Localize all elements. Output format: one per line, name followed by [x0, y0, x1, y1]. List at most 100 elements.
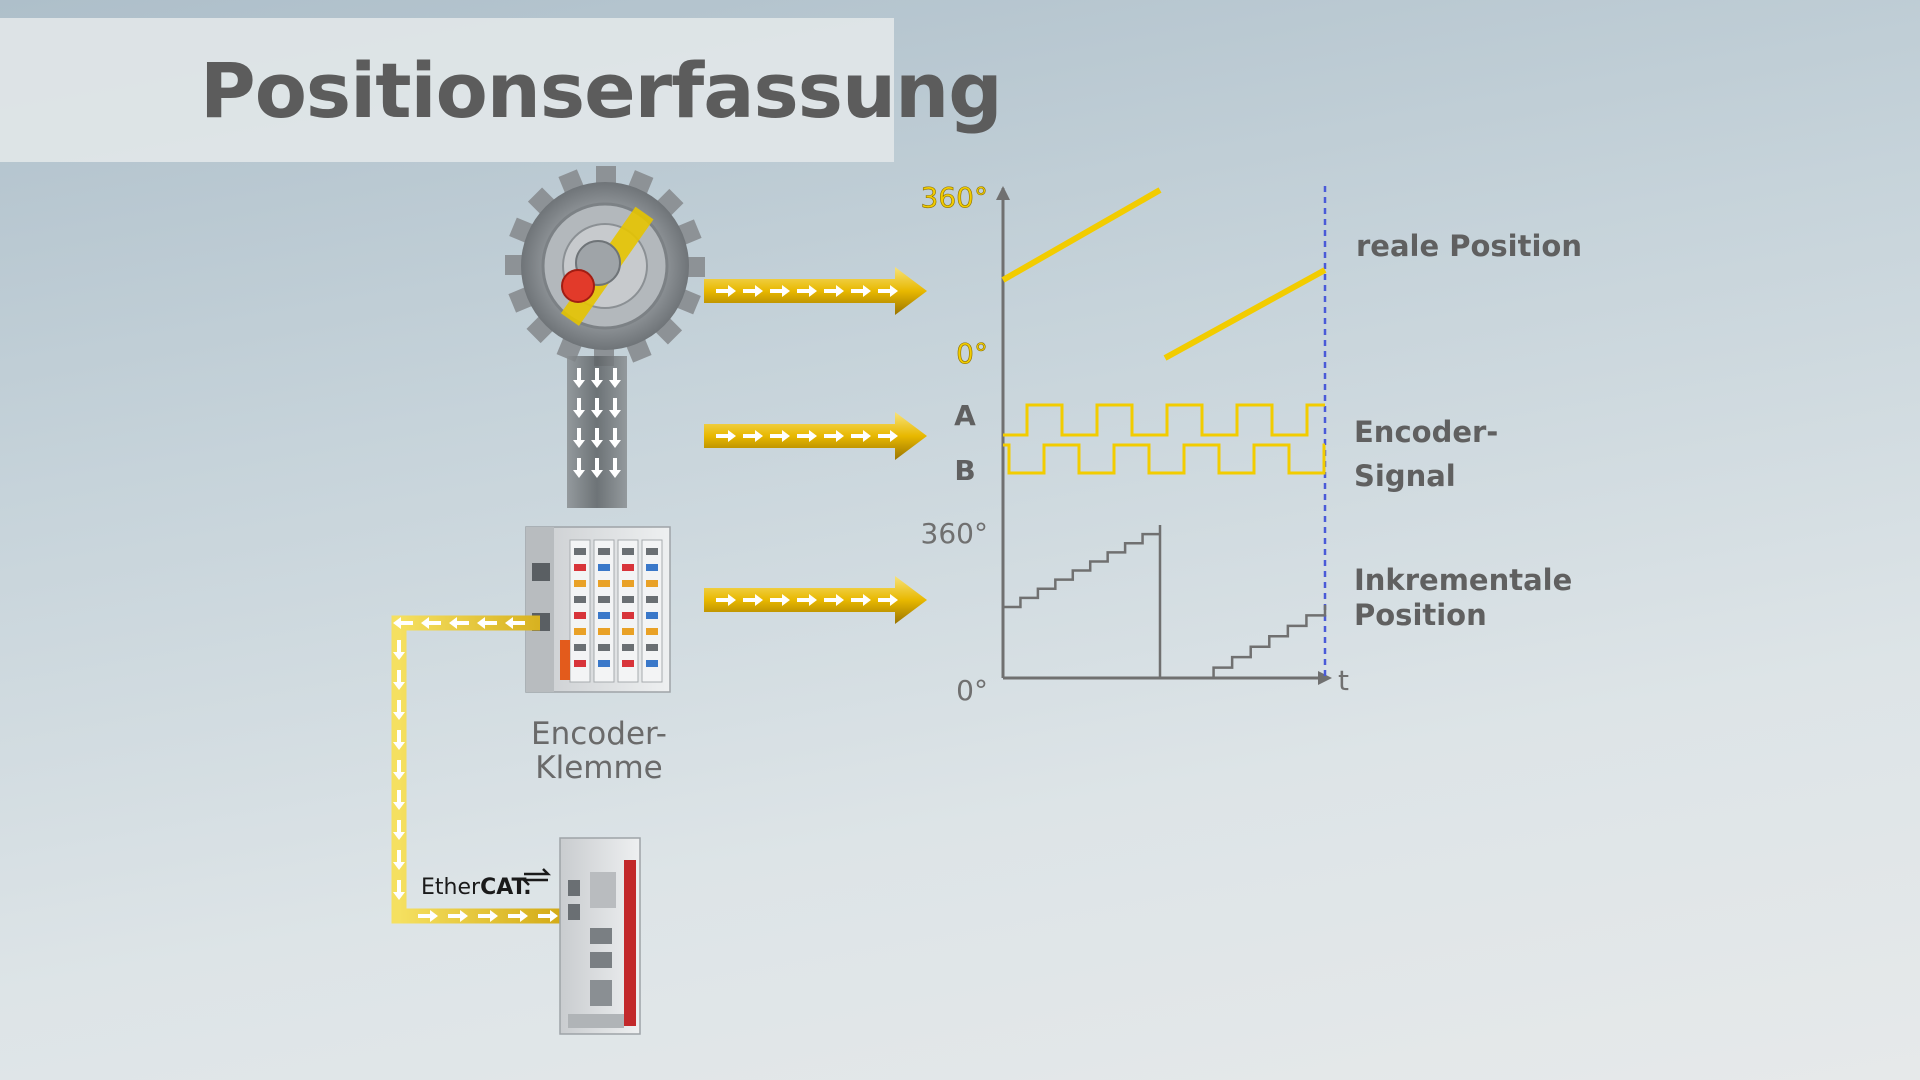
signal-arrow-mark: [851, 594, 871, 606]
terminal-contact: [646, 660, 658, 667]
terminal-contact: [646, 564, 658, 571]
vertical-arrow-mark: [573, 368, 585, 388]
encoder-terminal-label-line1: Encoder-: [531, 716, 667, 752]
terminal-contact: [574, 612, 586, 619]
terminal-contact: [622, 580, 634, 587]
terminal-contact: [574, 628, 586, 635]
cable-arrow-mark: [505, 617, 525, 629]
signal-arrow-mark: [797, 430, 817, 442]
terminal-contact: [574, 548, 586, 555]
vertical-arrow-mark: [573, 428, 585, 448]
terminal-contact: [598, 564, 610, 571]
svg-text:EtherCAT.: EtherCAT.: [421, 875, 532, 900]
cable-arrow-mark: [421, 617, 441, 629]
cable-arrow-mark: [418, 910, 438, 922]
cable-arrow-mark: [393, 617, 413, 629]
terminal-contact: [646, 644, 658, 651]
terminal-contact: [598, 612, 610, 619]
incremental-0-label: 0°: [956, 674, 988, 707]
controller-device: [559, 837, 641, 1035]
cable-arrow-mark: [393, 820, 405, 840]
signal-arrow-mark: [716, 430, 736, 442]
terminal-contact: [598, 628, 610, 635]
signal-arrow-mark: [824, 594, 844, 606]
terminal-contact: [574, 580, 586, 587]
signal-arrow-mark: [743, 430, 763, 442]
terminal-contact: [598, 660, 610, 667]
signal-arrow-mark: [743, 594, 763, 606]
signal-arrow-mark: [824, 430, 844, 442]
cable-arrow-mark: [478, 910, 498, 922]
signal-arrow-mark: [770, 594, 790, 606]
vertical-arrow-mark: [591, 368, 603, 388]
signal-arrow-mark: [797, 285, 817, 297]
cable-arrow-mark: [393, 850, 405, 870]
encoder-terminal-device: [525, 526, 671, 693]
signal-arrow-mark: [878, 285, 898, 297]
cable-arrow-mark: [393, 730, 405, 750]
x-axis-arrowhead: [1318, 671, 1332, 685]
signal-arrows: [704, 267, 927, 624]
signal-arrow-mark: [878, 430, 898, 442]
vertical-arrow-mark: [591, 398, 603, 418]
signal-b-label: B: [954, 454, 975, 487]
cable-arrow-mark: [393, 670, 405, 690]
real-position-0-label: 0°: [956, 337, 988, 370]
terminal-contact: [598, 596, 610, 603]
signal-arrow-mark: [851, 430, 871, 442]
incremental-position-steps-1: [1003, 525, 1162, 678]
ethercat-logo: EtherCAT.: [421, 868, 552, 900]
time-axis-label: t: [1338, 664, 1349, 697]
title-banner: [0, 18, 894, 162]
vertical-arrow-mark: [591, 458, 603, 478]
signal-arrow-mark: [878, 594, 898, 606]
terminal-contact: [574, 660, 586, 667]
y-axis-arrowhead: [996, 186, 1010, 200]
cable-arrow-mark: [393, 880, 405, 900]
vertical-arrow-mark: [609, 428, 621, 448]
terminal-contact: [574, 564, 586, 571]
terminal-contact: [622, 628, 634, 635]
terminal-contact: [622, 644, 634, 651]
terminal-contact: [598, 644, 610, 651]
vertical-arrow-mark: [573, 398, 585, 418]
cable-arrow-mark: [477, 617, 497, 629]
terminal-contact: [646, 596, 658, 603]
terminal-contact: [646, 580, 658, 587]
signal-chart: 360° 0° A B 360° 0° t reale Position Enc…: [920, 181, 1582, 707]
encoder-gear-icon: [505, 166, 705, 366]
terminal-contact: [574, 644, 586, 651]
cable-arrow-mark: [448, 910, 468, 922]
incremental-position-steps-2: [1195, 605, 1327, 680]
signal-arrow-mark: [770, 430, 790, 442]
ethercat-cable: [391, 615, 610, 924]
incremental-360-label: 360°: [921, 517, 988, 550]
signal-arrow-mark: [716, 285, 736, 297]
terminal-contact: [622, 612, 634, 619]
vertical-arrow-mark: [609, 398, 621, 418]
encoder-signal-a-wave: [1003, 403, 1325, 437]
cable-arrow-mark: [393, 640, 405, 660]
terminal-contact: [646, 628, 658, 635]
cable-arrow-mark: [538, 910, 558, 922]
encoder-signal-b-wave: [1003, 443, 1326, 475]
cable-arrow-mark: [449, 617, 469, 629]
signal-arrow-mark: [824, 285, 844, 297]
incremental-position-label-line2: Position: [1354, 598, 1487, 632]
vertical-arrow-mark: [591, 428, 603, 448]
terminal-contact: [622, 660, 634, 667]
terminal-contact: [622, 564, 634, 571]
terminal-contact: [646, 548, 658, 555]
page-title: Positionserfassung: [200, 46, 1003, 135]
terminal-contact: [574, 596, 586, 603]
cable-arrow-mark: [508, 910, 528, 922]
signal-arrow-2: [704, 412, 927, 460]
terminal-contact: [598, 548, 610, 555]
signal-arrow-mark: [716, 594, 736, 606]
signal-arrow-1: [704, 267, 927, 315]
signal-arrow-mark: [797, 594, 817, 606]
real-position-360-label: 360°: [921, 181, 988, 214]
encoder-signal-label-line2: Signal: [1354, 459, 1456, 493]
real-position-line-1: [1001, 187, 1162, 283]
